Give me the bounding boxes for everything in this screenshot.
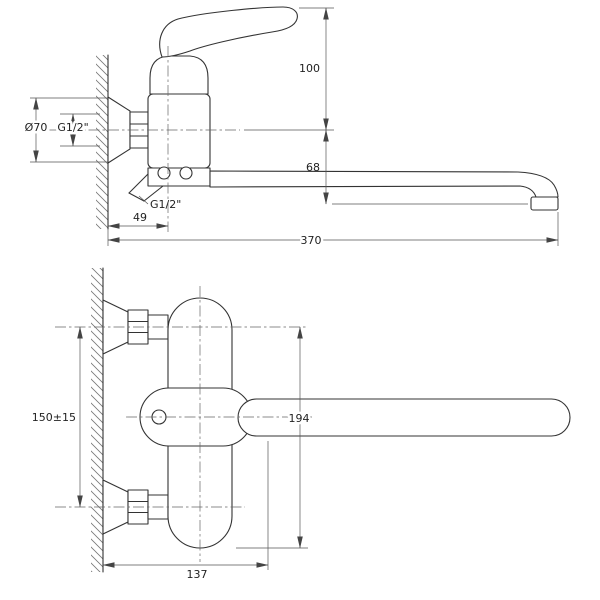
dimension-370: 370 xyxy=(107,212,559,250)
lever-side xyxy=(159,6,298,58)
dim-137-label: 137 xyxy=(187,568,208,581)
dim-diameter-label: Ø70 xyxy=(25,121,48,134)
spout-collar-side xyxy=(147,167,211,187)
side-view xyxy=(30,6,559,232)
dimension-68: 68 xyxy=(306,129,528,205)
dim-49-label: 49 xyxy=(133,211,147,224)
lever-front xyxy=(237,398,571,437)
aerator-side xyxy=(530,196,559,211)
dimension-194: 194 xyxy=(236,326,312,549)
dimension-49: 49 xyxy=(107,211,169,246)
dimension-inlet-thread: G1/2" xyxy=(55,113,100,147)
dimension-137: 137 xyxy=(102,441,269,581)
dim-68-label: 68 xyxy=(306,161,320,174)
collar-detail-right xyxy=(179,166,193,180)
front-view-dimensions: 150±15 194 137 xyxy=(32,326,312,581)
inlet-thread-label: G1/2" xyxy=(57,121,88,134)
side-view-dimensions: 100 Ø70 G1/2" 68 G1/2" 49 xyxy=(22,7,559,250)
spout-side xyxy=(209,170,559,198)
body-side xyxy=(147,93,211,169)
handle-cap-side xyxy=(149,55,209,95)
shower-thread-callout: G1/2" xyxy=(138,195,181,211)
dim-150-label: 150±15 xyxy=(32,411,76,424)
dimension-100: 100 xyxy=(244,7,334,131)
dimension-flange-diameter: Ø70 xyxy=(22,97,108,163)
dim-194-label: 194 xyxy=(289,412,310,425)
wall-hatch-front xyxy=(91,268,103,572)
dimension-150: 150±15 xyxy=(32,326,83,508)
dim-100-label: 100 xyxy=(299,62,320,75)
collar-detail-left xyxy=(157,166,171,180)
dim-370-label: 370 xyxy=(301,234,322,247)
shower-thread-label: G1/2" xyxy=(150,198,181,211)
front-view xyxy=(55,267,571,573)
shower-outlet-side xyxy=(128,171,164,202)
wall-hatch-side xyxy=(96,55,108,229)
